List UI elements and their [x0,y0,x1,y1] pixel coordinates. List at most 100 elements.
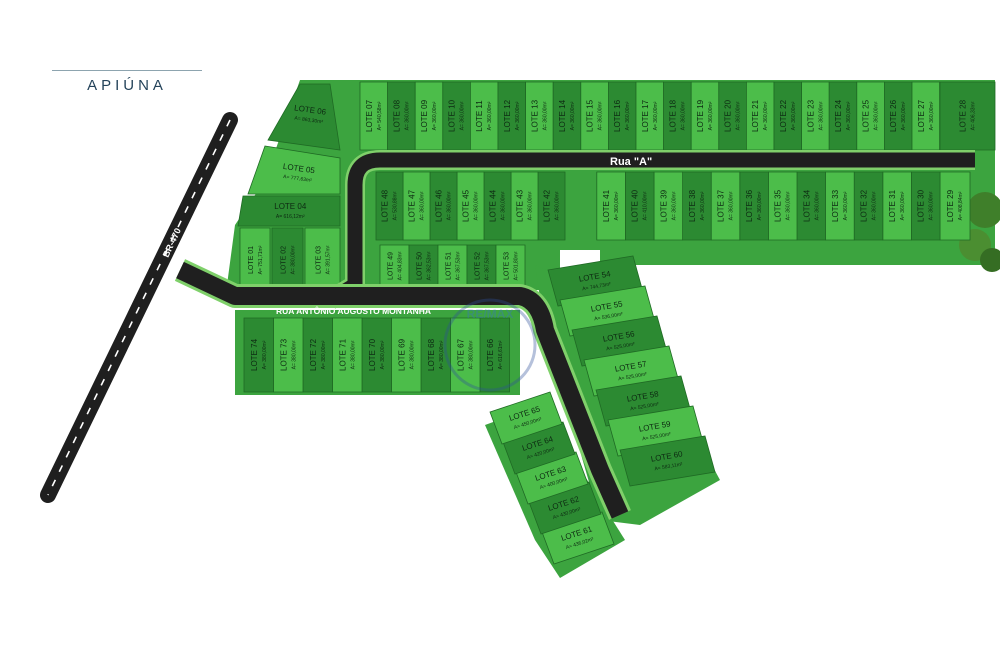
roads-layer: BR-470 Rua "A" RUA ANTÔNIO AUGUSTO MONTA… [40,112,975,520]
lot-area: A= 863,30m² [294,115,324,125]
lot-04[interactable]: LOTE 04A= 616,12m² [237,195,341,227]
lot-area: A= 380,00m² [291,340,297,369]
lot-shape [239,227,271,293]
lot-label: LOTE 73 [279,338,288,371]
lot-65[interactable]: LOTE 65A= 450,00m² [489,391,563,445]
lot-shape [379,244,410,288]
lot-06[interactable]: LOTE 06A= 863,30m² [267,83,341,151]
lot-label: LOTE 18 [668,99,677,132]
lot-shape [682,171,712,241]
lot-shape [939,81,996,151]
lot-62[interactable]: LOTE 62A= 430,00m² [528,481,602,535]
lot-shape [304,227,341,293]
lot-05[interactable]: LOTE 05A= 777,63m² [247,145,341,195]
lot-area: A= 616,12m² [276,214,305,220]
lot-area: A= 360,00m² [614,191,620,220]
lot-area: A= 360,00m² [542,101,548,130]
lot-area: A= 360,00m² [570,101,576,130]
lot-label: LOTE 19 [696,99,705,132]
lot-61[interactable]: LOTE 61A= 436,02m² [541,511,615,565]
lot-label: LOTE 11 [475,100,484,132]
lot-shape [911,171,941,241]
lot-area: A= 360,00m² [900,191,906,220]
lot-64[interactable]: LOTE 64A= 420,00m² [502,421,576,475]
lot-label: LOTE 33 [831,189,840,222]
lot-shape [495,244,526,288]
lot-area: A= 525,00m² [606,341,636,352]
lot-area: A= 380,00m² [350,340,356,369]
lot-label: LOTE 05 [282,162,316,175]
lot-60[interactable]: LOTE 60A= 583,11m² [619,435,716,487]
lot-shape [939,171,971,241]
lot-shape [625,171,655,241]
lot-label: LOTE 67 [456,338,465,371]
lot-shape [825,171,855,241]
lot-area: A= 380,00m² [262,340,268,369]
lot-label: LOTE 07 [365,99,374,132]
lot-area: A= 360,00m² [846,101,852,130]
lot-area: A= 380,00m² [380,340,386,369]
lot-63[interactable]: LOTE 63A= 400,00m² [515,451,589,505]
lot-label: LOTE 38 [688,189,697,222]
lot-area: A= 360,00m² [501,191,507,220]
